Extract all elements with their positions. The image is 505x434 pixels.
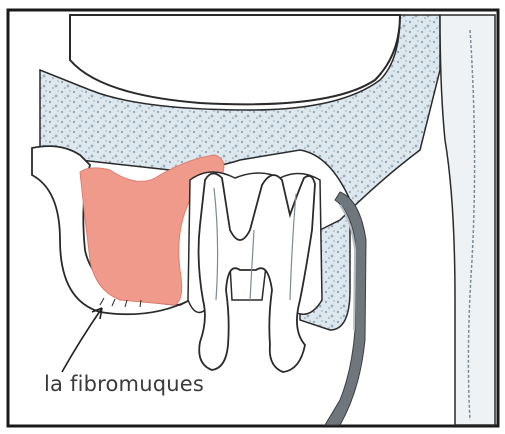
figure-caption: la fibromuques <box>44 372 204 396</box>
